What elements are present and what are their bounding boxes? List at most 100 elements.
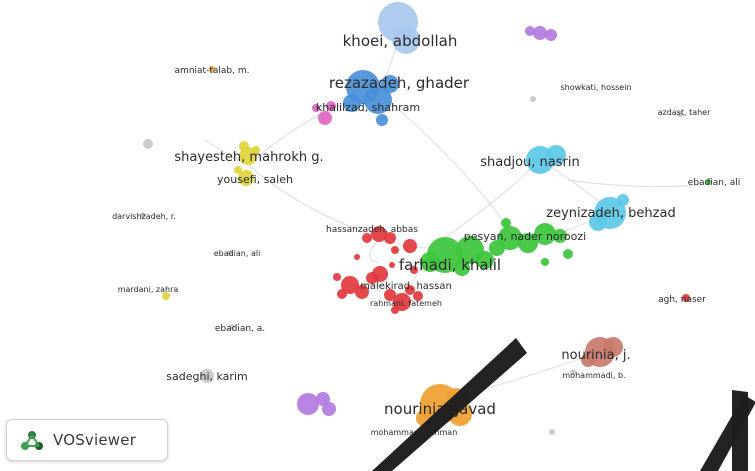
- node-bubble[interactable]: [489, 240, 505, 256]
- node-ebadian2[interactable]: [227, 250, 233, 256]
- node-sadeghi[interactable]: [200, 369, 214, 383]
- node-bubble[interactable]: [238, 170, 254, 186]
- node-ebadian1[interactable]: [705, 179, 711, 185]
- node-showkati[interactable]: [530, 96, 536, 102]
- node-amniat[interactable]: [209, 66, 215, 72]
- node-bubble[interactable]: [682, 294, 690, 302]
- node-bubble[interactable]: [677, 111, 683, 117]
- node-bubble[interactable]: [391, 246, 399, 254]
- node-zeynizadeh[interactable]: [589, 194, 629, 231]
- node-bubble[interactable]: [530, 96, 536, 102]
- node-bubble[interactable]: [333, 273, 341, 281]
- node-label: showkati, hossein: [560, 83, 631, 92]
- node-bubble[interactable]: [501, 218, 511, 228]
- node-nourinia_j[interactable]: [581, 337, 623, 367]
- node-bubble[interactable]: [617, 194, 629, 206]
- node-bubble[interactable]: [384, 289, 396, 301]
- node-bubble[interactable]: [209, 66, 215, 72]
- node-bubble[interactable]: [312, 104, 320, 112]
- node-bubble[interactable]: [518, 233, 538, 253]
- node-bubble[interactable]: [343, 94, 361, 112]
- node-bubble[interactable]: [384, 232, 396, 244]
- node-azdast[interactable]: [677, 111, 683, 117]
- node-bubble[interactable]: [326, 101, 336, 111]
- node-label: yousefi, saleh: [217, 173, 293, 186]
- node-bubble[interactable]: [389, 262, 395, 268]
- node-bubble[interactable]: [392, 26, 420, 54]
- node-bubble[interactable]: [603, 337, 623, 357]
- node-bubble[interactable]: [355, 285, 369, 299]
- node-bubble[interactable]: [525, 26, 535, 36]
- node-bubble[interactable]: [553, 229, 567, 243]
- node-bubble[interactable]: [354, 254, 360, 260]
- node-bubble[interactable]: [546, 145, 566, 165]
- vosviewer-logo-icon: [21, 431, 43, 450]
- node-mohammadi_r[interactable]: [549, 429, 555, 435]
- links-layer: [204, 39, 701, 403]
- node-rahmani[interactable]: [384, 289, 423, 314]
- node-bubble[interactable]: [549, 429, 555, 435]
- node-label: agh, naser: [658, 295, 706, 305]
- node-bubble[interactable]: [581, 353, 595, 367]
- node-bubble[interactable]: [541, 258, 549, 266]
- node-bubble[interactable]: [366, 272, 378, 284]
- node-bubble[interactable]: [362, 233, 372, 243]
- node-bubble[interactable]: [405, 285, 415, 295]
- node-label: azdast, taher: [658, 108, 712, 117]
- node-bubble[interactable]: [162, 292, 170, 300]
- node-bubble[interactable]: [589, 213, 607, 231]
- node-bubble[interactable]: [297, 393, 319, 415]
- node-bubble[interactable]: [413, 291, 423, 301]
- node-bubble[interactable]: [337, 289, 347, 299]
- node-bubble[interactable]: [476, 251, 494, 269]
- node-pesyan[interactable]: [489, 223, 567, 256]
- node-malekirad[interactable]: [337, 266, 415, 299]
- node-ebadian3[interactable]: [229, 324, 235, 330]
- node-bubble[interactable]: [364, 86, 392, 114]
- node-bubble[interactable]: [376, 114, 388, 126]
- node-khalilzadeh[interactable]: [312, 101, 336, 125]
- node-mardani[interactable]: [162, 292, 170, 300]
- node-bubble[interactable]: [143, 139, 153, 149]
- node-bubble[interactable]: [563, 249, 573, 259]
- node-agh[interactable]: [682, 294, 690, 302]
- node-shadjou[interactable]: [526, 145, 566, 174]
- node-bubble[interactable]: [318, 111, 332, 125]
- node-bubble[interactable]: [200, 369, 214, 383]
- watermark-shape: [372, 338, 755, 471]
- node-darvish[interactable]: [140, 212, 146, 218]
- node-bubble[interactable]: [705, 179, 711, 185]
- node-bubble[interactable]: [534, 223, 556, 245]
- node-bubble[interactable]: [533, 26, 547, 40]
- node-bubble[interactable]: [252, 146, 260, 154]
- node-farhadi[interactable]: [420, 236, 494, 276]
- node-yousefi[interactable]: [234, 166, 254, 186]
- node-bubble[interactable]: [393, 293, 411, 311]
- node-bubble[interactable]: [381, 75, 399, 93]
- node-label: ebadian, ali: [688, 178, 740, 188]
- link: [567, 179, 701, 188]
- node-bubble[interactable]: [239, 141, 249, 151]
- node-bubble[interactable]: [234, 166, 242, 174]
- node-hassanzadeh[interactable]: [362, 226, 417, 254]
- node-khoei[interactable]: [378, 2, 420, 54]
- node-rezazadeh[interactable]: [343, 70, 399, 126]
- node-bubble[interactable]: [371, 226, 387, 242]
- node-bubble[interactable]: [391, 306, 399, 314]
- node-bubble[interactable]: [454, 260, 470, 276]
- node-bubble[interactable]: [570, 369, 576, 375]
- node-mohammadi_b[interactable]: [570, 369, 576, 375]
- node-shayesteh[interactable]: [239, 141, 260, 165]
- node-bubble[interactable]: [498, 226, 522, 250]
- node-bubble[interactable]: [341, 276, 359, 294]
- node-bubble[interactable]: [229, 324, 235, 330]
- node-bubble[interactable]: [322, 402, 336, 416]
- node-bubble[interactable]: [545, 29, 557, 41]
- node-bubble[interactable]: [420, 252, 440, 272]
- vosviewer-logo[interactable]: VOSviewer: [6, 419, 168, 461]
- node-bubble[interactable]: [140, 212, 146, 218]
- node-bubble[interactable]: [403, 239, 417, 253]
- node-bubble[interactable]: [410, 266, 418, 274]
- node-bubble[interactable]: [227, 250, 233, 256]
